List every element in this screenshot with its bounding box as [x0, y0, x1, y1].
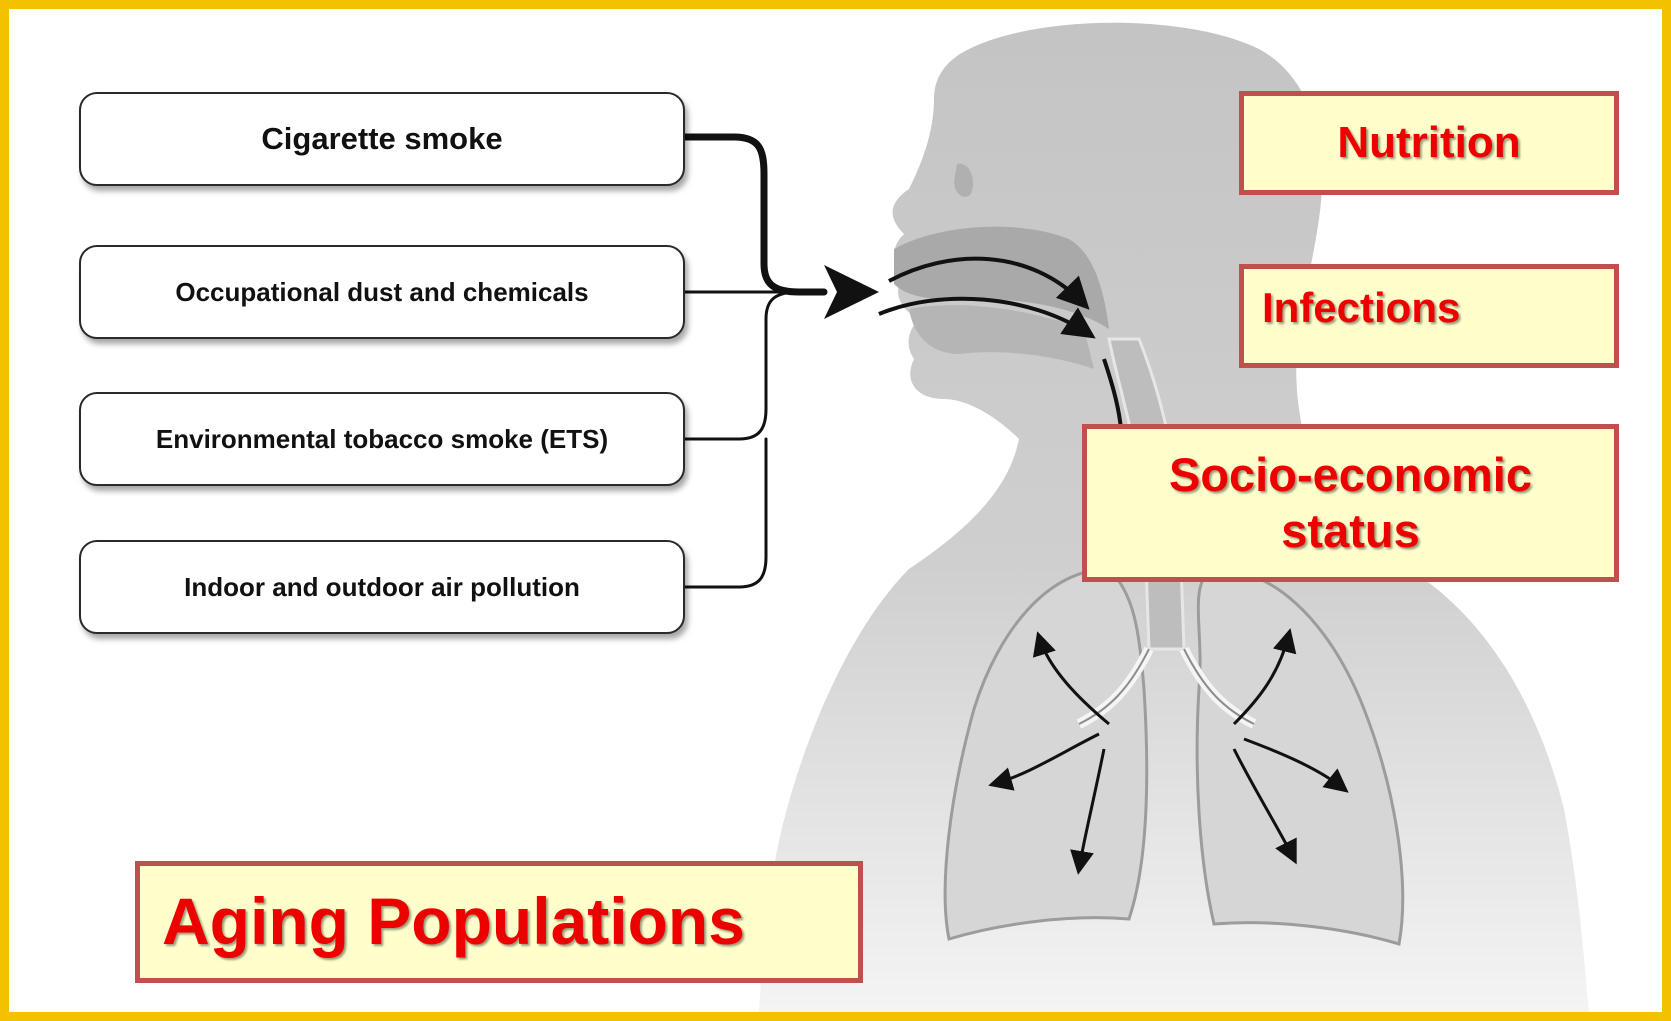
main-arrowhead — [824, 265, 879, 319]
source-label: Environmental tobacco smoke (ETS) — [156, 424, 608, 455]
factor-infections: Infections — [1239, 264, 1619, 368]
factor-aging-populations: Aging Populations — [135, 861, 863, 983]
source-label: Occupational dust and chemicals — [175, 277, 588, 308]
source-box-air-pollution: Indoor and outdoor air pollution — [79, 540, 685, 634]
factor-label: Nutrition — [1337, 117, 1520, 170]
factor-nutrition: Nutrition — [1239, 91, 1619, 195]
source-box-ets: Environmental tobacco smoke (ETS) — [79, 392, 685, 486]
factor-label-line2: status — [1281, 503, 1419, 559]
factor-label: Aging Populations — [162, 882, 745, 961]
source-connectors — [685, 137, 824, 587]
source-box-cigarette-smoke: Cigarette smoke — [79, 92, 685, 186]
factor-label: Infections — [1262, 283, 1460, 333]
factor-socio-economic-status: Socio-economic status — [1082, 424, 1619, 582]
source-box-occupational-dust: Occupational dust and chemicals — [79, 245, 685, 339]
source-label: Indoor and outdoor air pollution — [184, 572, 580, 603]
factor-label-line1: Socio-economic — [1169, 447, 1532, 503]
source-label: Cigarette smoke — [261, 121, 502, 157]
